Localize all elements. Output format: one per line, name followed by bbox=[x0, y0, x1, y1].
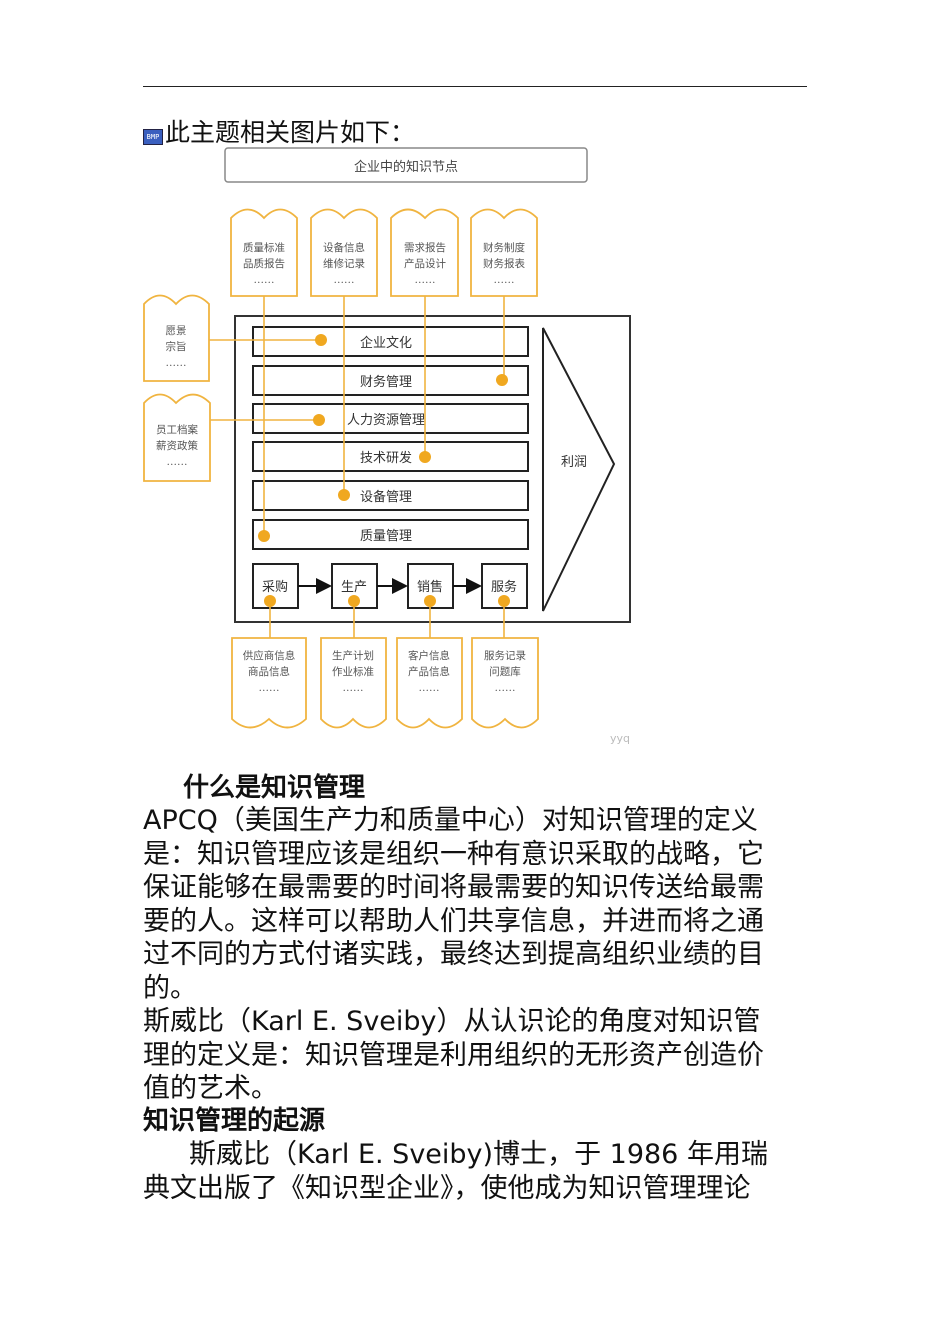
doc-equipment-line1: 设备信息 bbox=[323, 241, 365, 254]
paragraph-sveiby: 斯威比（Karl E. Sveiby）从认识论的角度对知识管 理的定义是：知识管… bbox=[143, 1005, 807, 1106]
paragraph-line: 斯威比（Karl E. Sveiby）从认识论的角度对知识管 bbox=[143, 1006, 761, 1037]
bar-quality: 质量管理 bbox=[360, 529, 412, 544]
doc-demand-dots: …… bbox=[415, 274, 436, 286]
doc-finance-dots: …… bbox=[494, 274, 515, 286]
doc-vision-line2: 宗旨 bbox=[166, 340, 187, 353]
doc-plan-line1: 生产计划 bbox=[332, 649, 374, 662]
doc-quality-line1: 质量标准 bbox=[243, 242, 285, 254]
doc-staff-dots: …… bbox=[167, 456, 188, 468]
paragraph-line: 斯威比（Karl E. Sveiby)博士，于 1986 年用瑞 bbox=[189, 1139, 768, 1170]
doc-supplier-line2: 商品信息 bbox=[248, 665, 290, 678]
doc-customer-dots: …… bbox=[419, 682, 440, 694]
doc-finance-line2: 财务报表 bbox=[483, 257, 525, 270]
doc-vision-dots: …… bbox=[166, 357, 187, 369]
paragraph-line: 的。 bbox=[143, 972, 197, 1004]
paragraph-apcq: APCQ（美国生产力和质量中心）对知识管理的定义 是：知识管理应该是组织一种有意… bbox=[143, 804, 807, 1005]
doc-staff-line2: 薪资政策 bbox=[156, 439, 198, 452]
paragraph-line: 理的定义是：知识管理是利用组织的无形资产创造价 bbox=[143, 1039, 764, 1071]
doc-plan-line2: 作业标准 bbox=[332, 666, 374, 678]
profit-label: 利润 bbox=[561, 455, 587, 470]
bottom-docs: 供应商信息 商品信息 …… 生产计划 作业标准 …… 客户信息 产品信息 …… … bbox=[231, 637, 539, 729]
doc-quality-line2: 品质报告 bbox=[243, 257, 285, 270]
heading-origin: 知识管理的起源 bbox=[143, 1106, 326, 1136]
bar-hr: 人力资源管理 bbox=[347, 413, 425, 428]
paragraph-line: 过不同的方式付诸实践，最终达到提高组织业绩的目 bbox=[143, 939, 764, 970]
doc-quality: 质量标准 品质报告 …… bbox=[230, 208, 298, 297]
process-production: 生产 bbox=[341, 580, 367, 595]
doc-service-line1: 服务记录 bbox=[484, 649, 526, 662]
diagram-watermark: yyq bbox=[610, 732, 630, 745]
management-bars: 企业文化 财务管理 人力资源管理 技术研发 设备管理 质量管理 bbox=[252, 326, 529, 550]
doc-service-record: 服务记录 问题库 …… bbox=[471, 637, 539, 729]
process-service: 服务 bbox=[491, 579, 517, 595]
doc-service-line2: 问题库 bbox=[489, 665, 521, 678]
doc-customer-line1: 客户信息 bbox=[408, 649, 450, 662]
doc-plan-dots: …… bbox=[343, 682, 364, 694]
diagram-title-box bbox=[224, 147, 588, 183]
heading-what-is-km: 什么是知识管理 bbox=[183, 773, 366, 803]
profit-arrow bbox=[542, 327, 616, 612]
doc-equipment: 设备信息 维修记录 …… bbox=[310, 208, 378, 297]
paragraph-line: 要的人。这样可以帮助人们共享信息，并进而将之通 bbox=[143, 905, 764, 937]
doc-supplier-dots: …… bbox=[259, 682, 280, 694]
bar-finance: 财务管理 bbox=[360, 374, 412, 390]
doc-staff: 员工档案 薪资政策 …… bbox=[143, 393, 211, 482]
doc-equipment-line2: 维修记录 bbox=[323, 257, 365, 270]
paragraph-line: 保证能够在最需要的时间将最需要的知识传送给最需 bbox=[143, 872, 764, 903]
doc-vision-line1: 愿景 bbox=[166, 325, 187, 337]
left-docs: 愿景 宗旨 …… 员工档案 薪资政策 …… bbox=[143, 294, 211, 482]
doc-finance: 财务制度 财务报表 …… bbox=[470, 208, 538, 297]
doc-quality-dots: …… bbox=[254, 274, 275, 286]
bar-culture: 企业文化 bbox=[360, 335, 412, 351]
paragraph-line: APCQ（美国生产力和质量中心）对知识管理的定义 bbox=[143, 805, 758, 836]
doc-demand: 需求报告 产品设计 …… bbox=[390, 208, 459, 297]
process-purchase: 采购 bbox=[262, 579, 288, 595]
paragraph-line: 值的艺术。 bbox=[143, 1073, 278, 1104]
paragraph-line: 是：知识管理应该是组织一种有意识采取的战略，它 bbox=[143, 838, 764, 870]
bmp-image-icon: BMP bbox=[143, 129, 163, 145]
doc-demand-line2: 产品设计 bbox=[404, 257, 446, 270]
doc-staff-line1: 员工档案 bbox=[156, 423, 198, 436]
paragraph-origin: 斯威比（Karl E. Sveiby)博士，于 1986 年用瑞 典文出版了《知… bbox=[143, 1138, 807, 1205]
doc-finance-line1: 财务制度 bbox=[483, 241, 525, 254]
header-rule bbox=[143, 86, 807, 87]
doc-demand-line1: 需求报告 bbox=[404, 241, 446, 254]
diagram-title: 企业中的知识节点 bbox=[354, 159, 458, 175]
paragraph-line: 典文出版了《知识型企业》，使他成为知识管理理论 bbox=[143, 1172, 751, 1204]
doc-customer: 客户信息 产品信息 …… bbox=[396, 637, 463, 729]
doc-customer-line2: 产品信息 bbox=[408, 665, 450, 678]
doc-equipment-dots: …… bbox=[334, 274, 355, 286]
doc-supplier: 供应商信息 商品信息 …… bbox=[231, 637, 307, 729]
connectors bbox=[209, 296, 505, 638]
bar-rnd: 技术研发 bbox=[360, 450, 412, 466]
top-docs: 质量标准 品质报告 …… 设备信息 维修记录 …… 需求报告 产品设计 …… 财… bbox=[230, 208, 538, 297]
intro-text: 此主题相关图片如下： bbox=[165, 118, 416, 147]
connector-dots bbox=[258, 334, 510, 607]
knowledge-nodes-diagram: 企业中的知识节点 质量标准 品质报告 …… 设备信息 维修记录 …… 需求报告 … bbox=[143, 147, 631, 745]
process-flow: 采购 生产 销售 服务 bbox=[252, 563, 528, 609]
doc-plan: 生产计划 作业标准 …… bbox=[320, 637, 387, 729]
bar-equipment: 设备管理 bbox=[360, 489, 412, 505]
doc-service-dots: …… bbox=[495, 682, 516, 694]
process-sales: 销售 bbox=[417, 579, 443, 595]
doc-supplier-line1: 供应商信息 bbox=[243, 649, 296, 662]
doc-vision: 愿景 宗旨 …… bbox=[143, 294, 210, 382]
